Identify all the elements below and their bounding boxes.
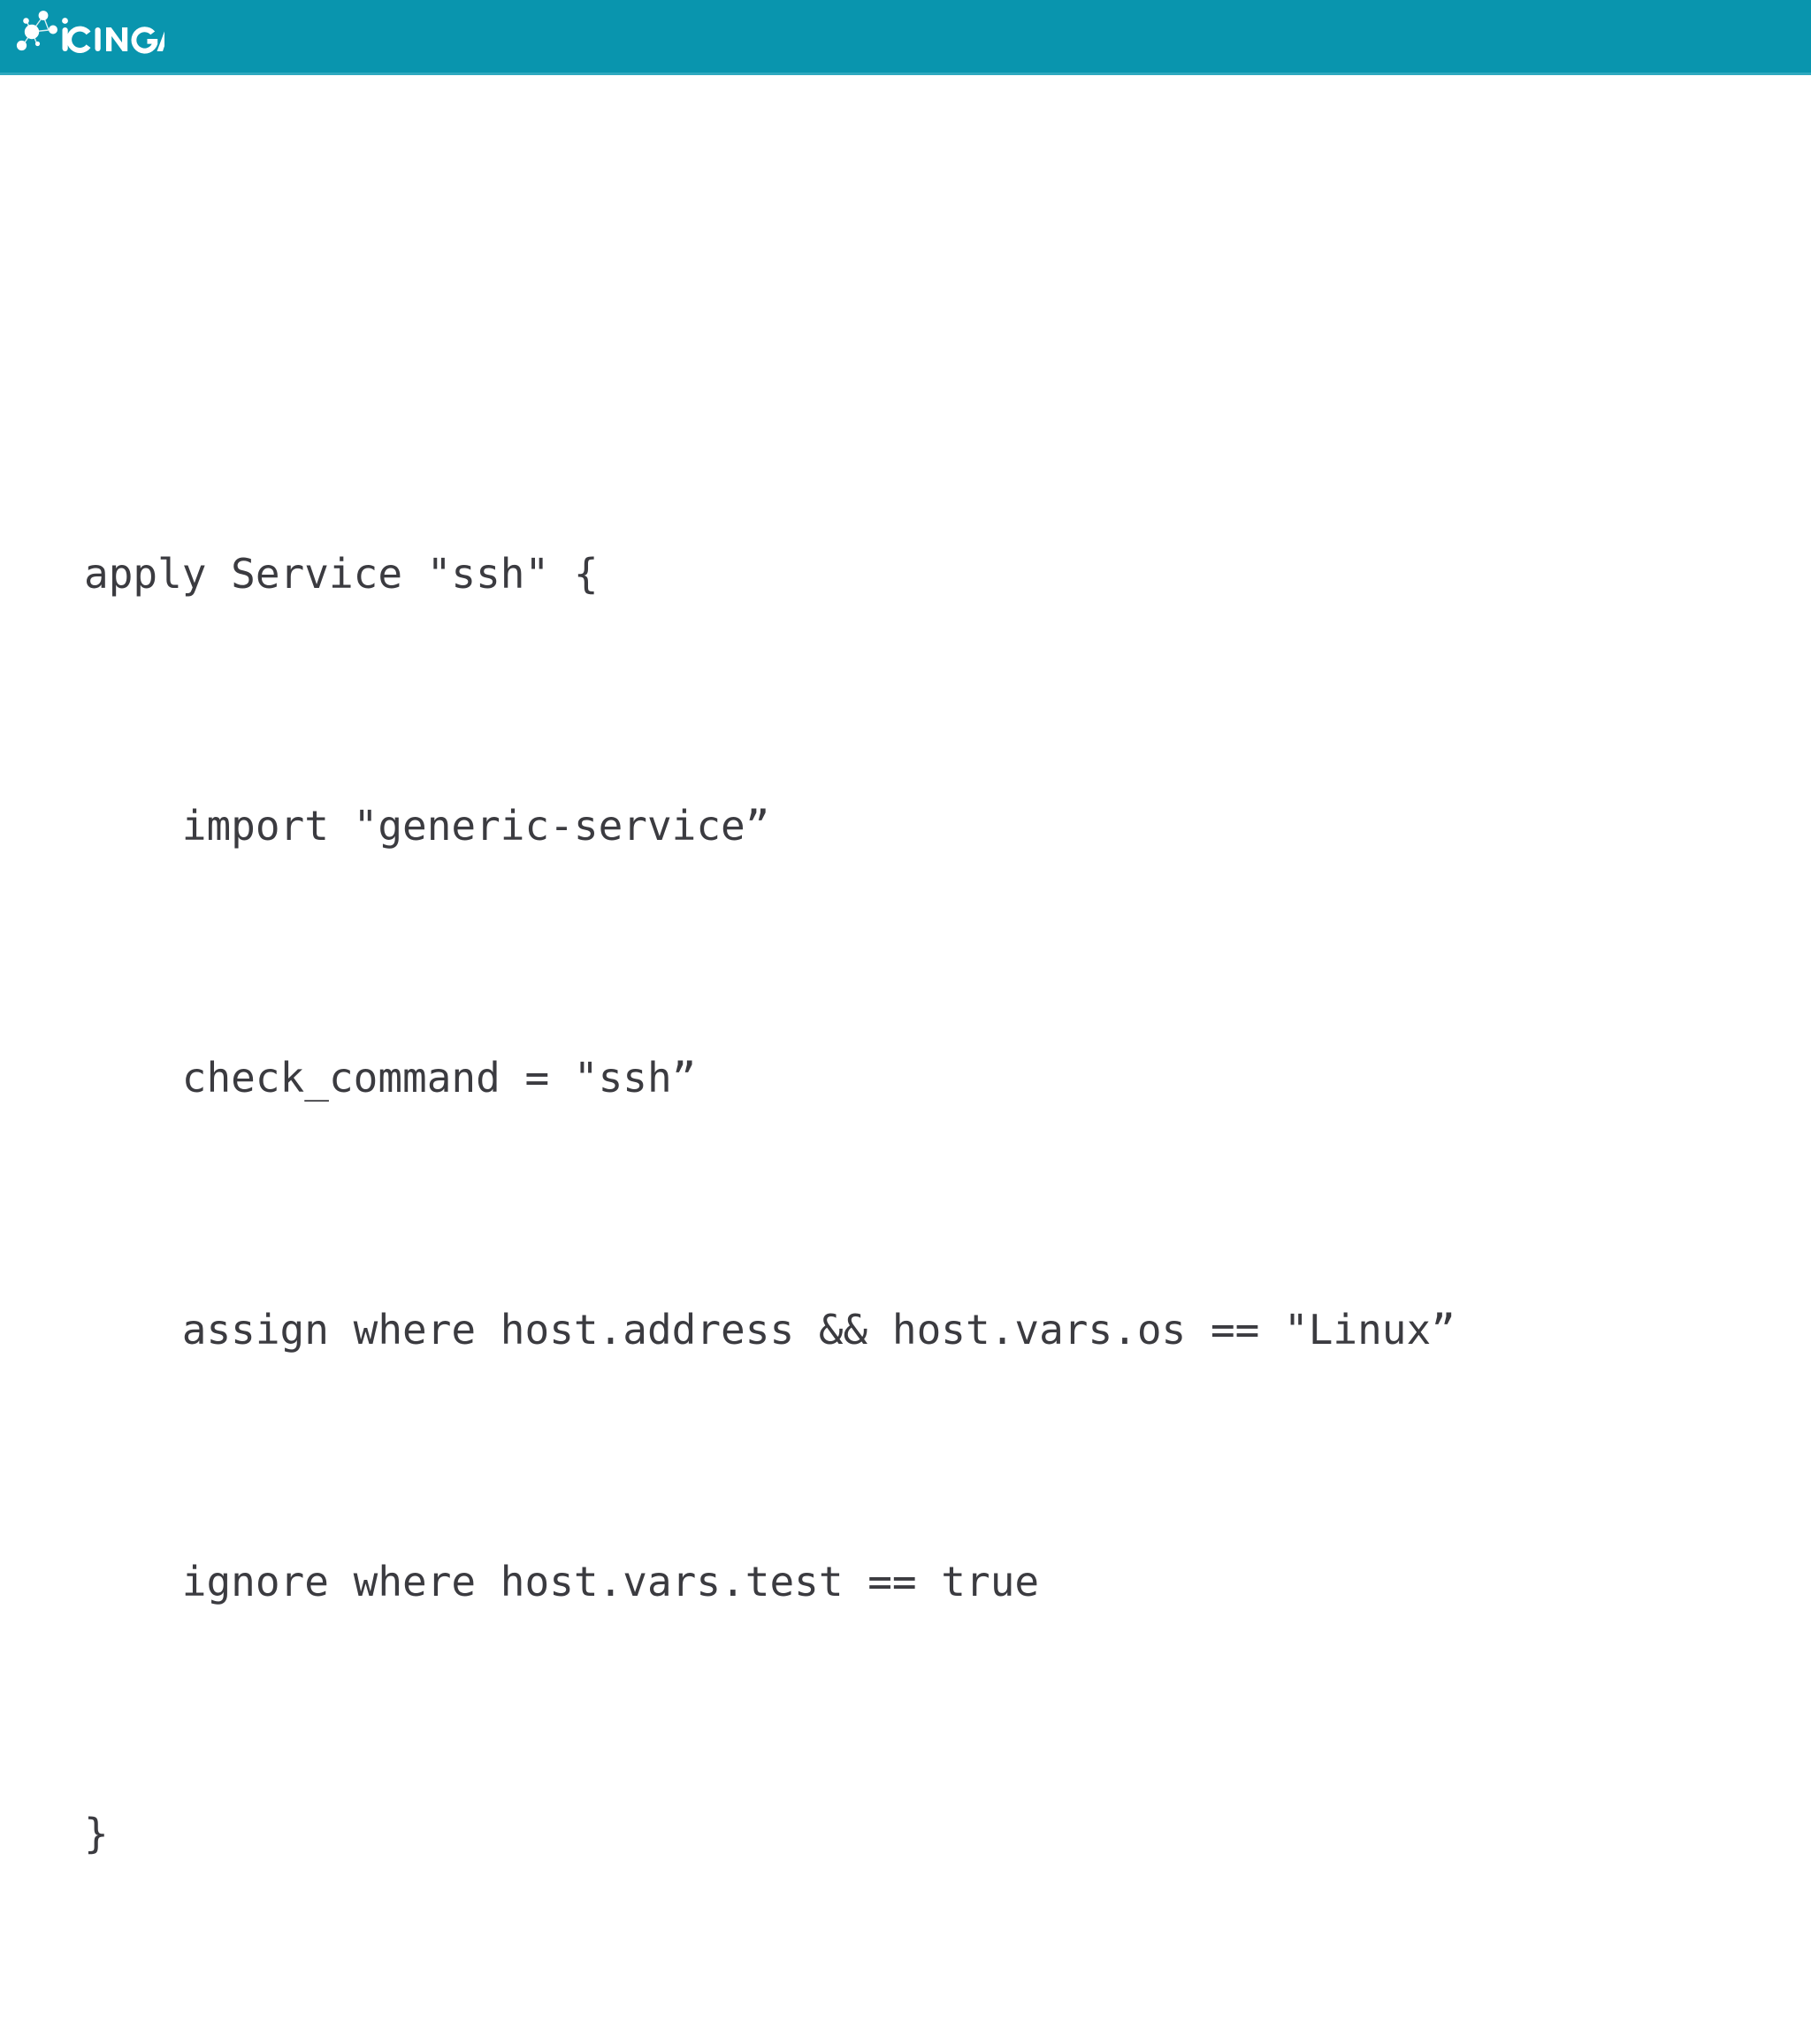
logo-wordmark (62, 18, 164, 54)
icinga-logo (16, 11, 164, 54)
code-line: import "generic-service” (84, 802, 770, 850)
code-line: } (84, 1810, 109, 1857)
header-bar (0, 0, 1811, 75)
code-line: ignore where host.vars.test == true (84, 1558, 1040, 1605)
code-line: apply Service "ssh" { (84, 550, 599, 598)
code-line: assign where host.address && host.vars.o… (84, 1306, 1456, 1354)
slide-canvas: apply Service "ssh" { import "generic-se… (0, 0, 1811, 1857)
code-block: apply Service "ssh" { import "generic-se… (84, 364, 1764, 2044)
code-line: check_command = "ssh” (84, 1054, 697, 1102)
logo-nodes (16, 11, 57, 51)
